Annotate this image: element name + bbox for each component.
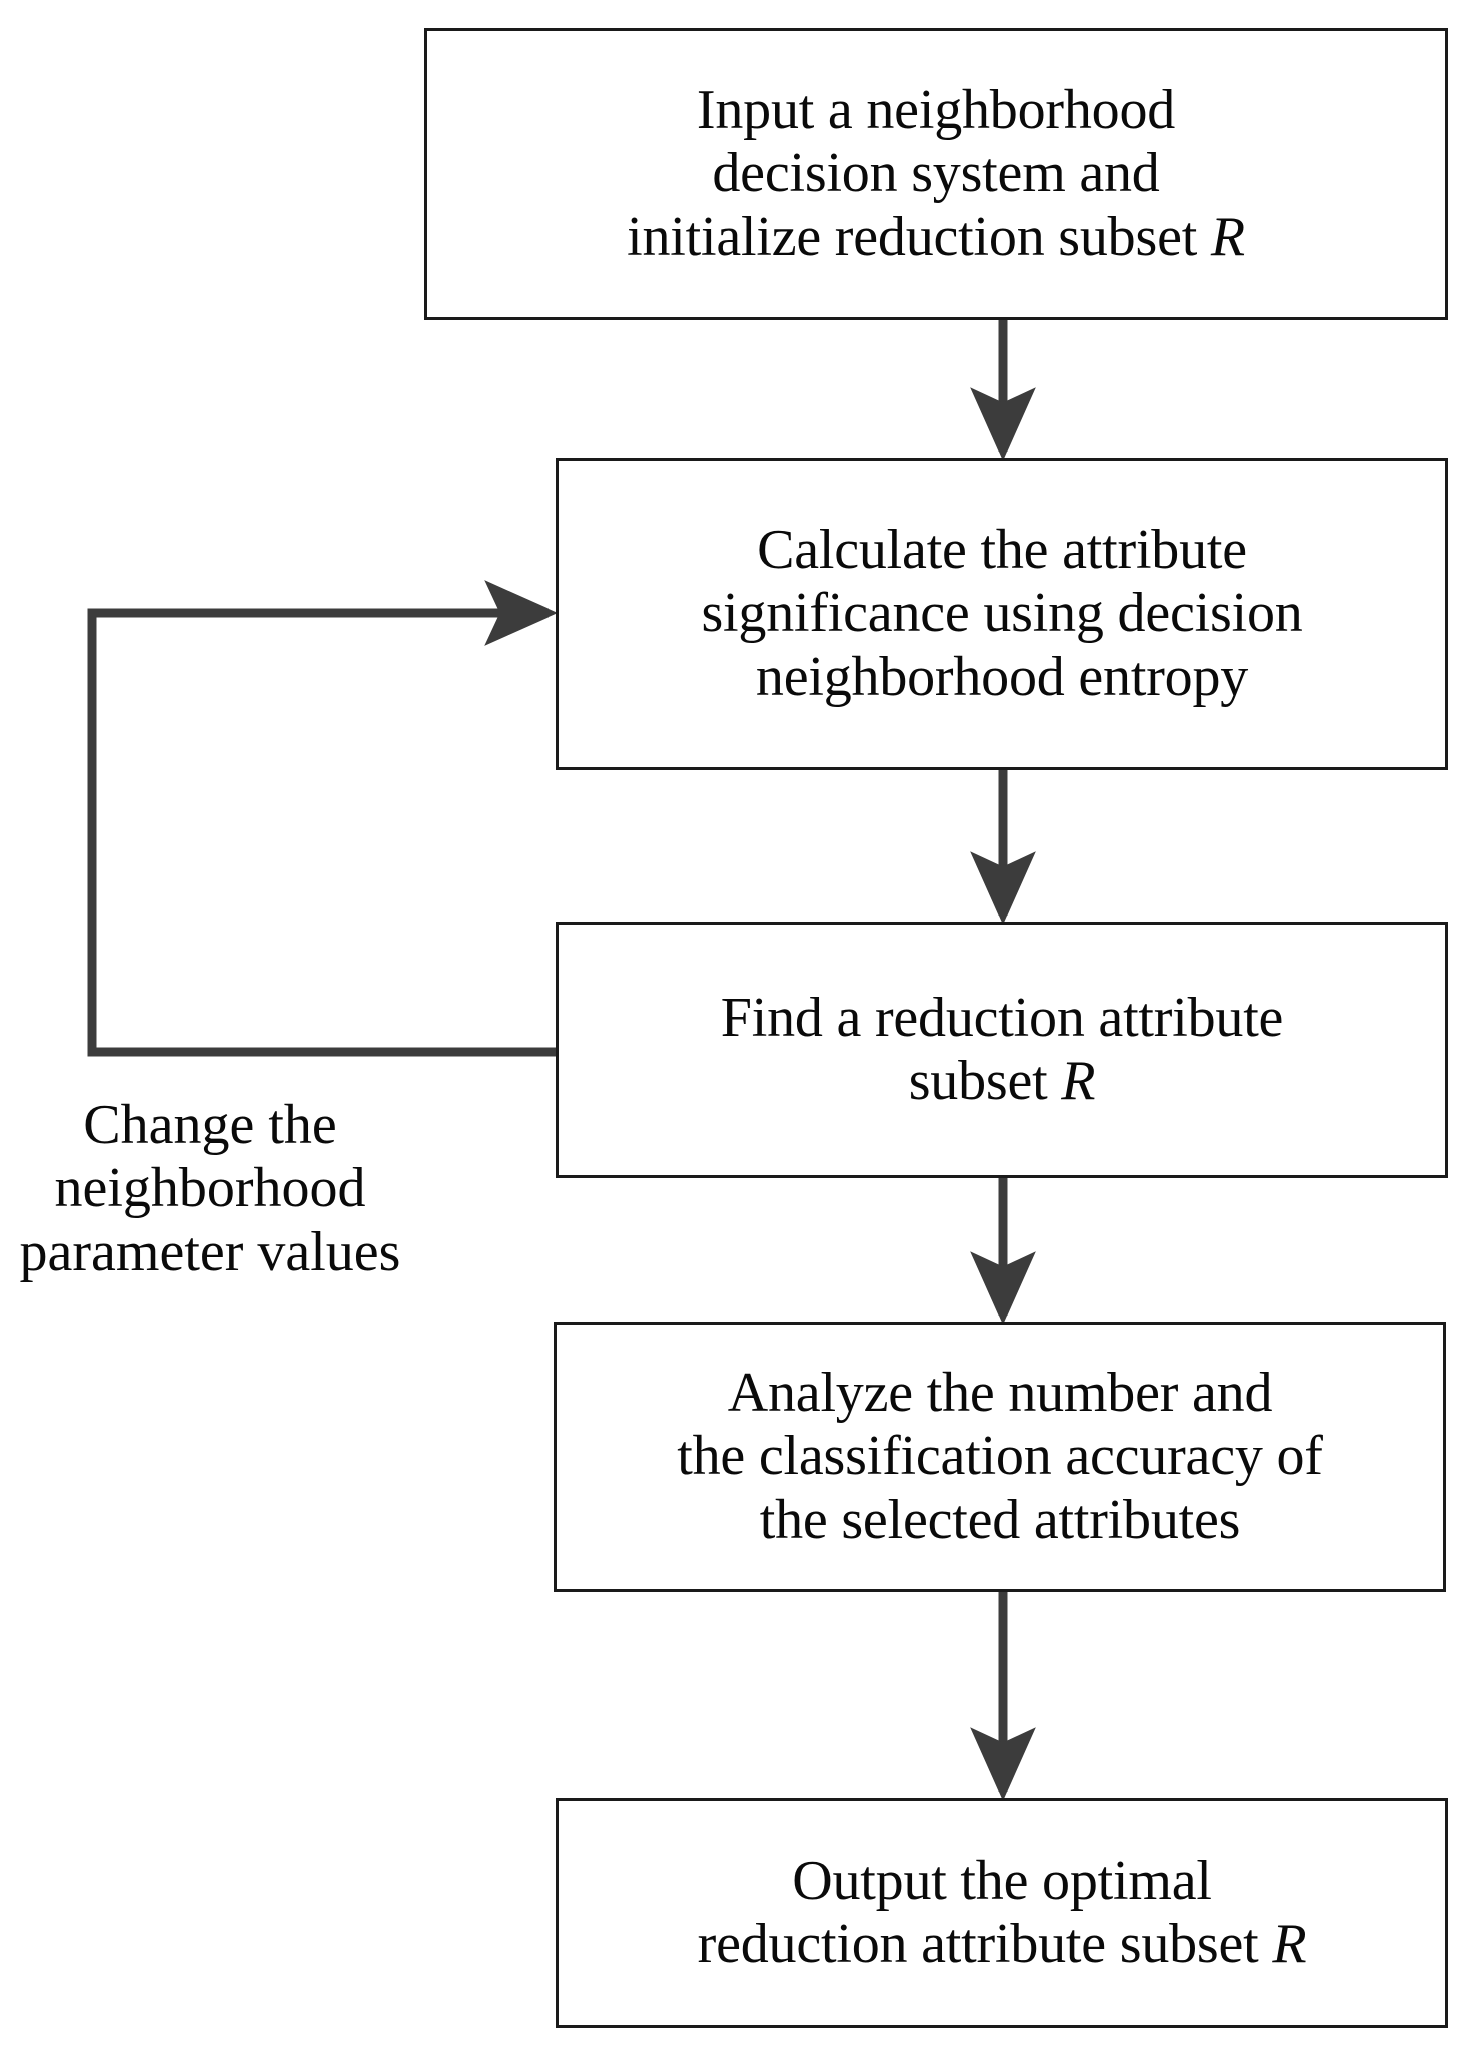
node-input-line-3: initialize reduction subset [627,205,1211,268]
node-calculate-line-2: significance using decision [701,582,1303,645]
node-find-label: Find a reduction attribute subset R [559,987,1445,1114]
node-output-symbol-r: R [1272,1913,1307,1975]
node-find-symbol-r: R [1061,1050,1096,1112]
edge-label-change-parameters: Change the neighborhood parameter values [0,1094,420,1284]
node-output-line-1: Output the optimal [792,1849,1212,1912]
edge-label-line-3: parameter values [19,1220,401,1283]
edge-label-line-2: neighborhood [54,1157,366,1220]
node-find-reduction-attribute-subset: Find a reduction attribute subset R [556,922,1448,1178]
node-output-label: Output the optimal reduction attribute s… [559,1850,1445,1977]
node-calculate-line-3: neighborhood entropy [755,645,1249,708]
node-output-optimal-reduction-subset: Output the optimal reduction attribute s… [556,1798,1448,2028]
edge-label-line-1: Change the [83,1094,337,1156]
node-input-line-1: Input a neighborhood [696,79,1176,142]
node-find-line-1: Find a reduction attribute [720,986,1284,1049]
node-analyze-number-and-accuracy: Analyze the number and the classificatio… [554,1322,1446,1592]
node-input-label: Input a neighborhood decision system and… [427,79,1445,269]
node-input-line-2: decision system and [712,142,1160,205]
node-analyze-line-2: the classification accuracy of [677,1425,1323,1488]
node-input-symbol-r: R [1210,205,1245,268]
node-analyze-label: Analyze the number and the classificatio… [557,1362,1443,1552]
node-calculate-attribute-significance: Calculate the attribute significance usi… [556,458,1448,770]
node-find-line-2: subset [908,1050,1062,1112]
edge-find-back-to-calculate [87,580,559,1057]
node-calculate-line-1: Calculate the attribute [757,519,1247,582]
node-analyze-line-3: the selected attributes [759,1488,1241,1551]
node-analyze-line-1: Analyze the number and [727,1362,1273,1425]
node-input-neighborhood-decision-system: Input a neighborhood decision system and… [424,28,1448,320]
node-calculate-label: Calculate the attribute significance usi… [559,519,1445,709]
node-output-line-2: reduction attribute subset [697,1913,1273,1975]
